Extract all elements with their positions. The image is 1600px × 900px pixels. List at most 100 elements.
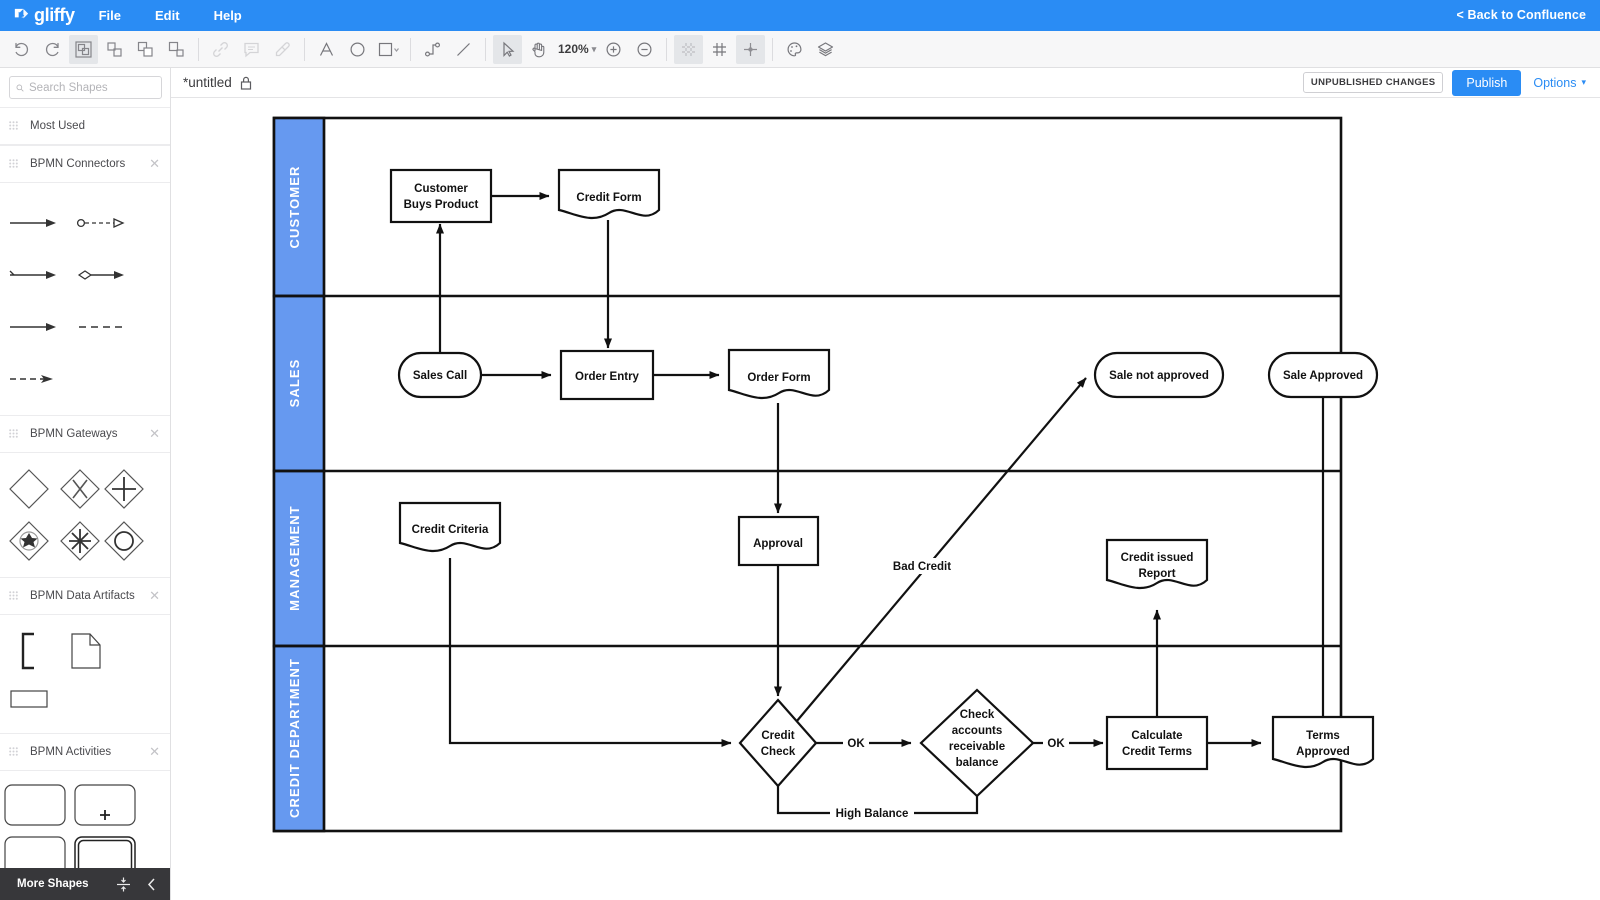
ungroup-icon[interactable]: [100, 35, 129, 64]
send-back-icon[interactable]: [162, 35, 191, 64]
snap-grid-icon[interactable]: [674, 34, 704, 64]
toolbar-group-mode: [492, 31, 554, 68]
gateway-plain-icon[interactable]: [0, 463, 58, 515]
layers-icon[interactable]: [811, 35, 840, 64]
node-calculate-credit-terms[interactable]: Calculate Credit Terms: [1105, 715, 1209, 771]
diagram-canvas[interactable]: CUSTOMER SALES MANAGEMENT CREDIT DEPARTM…: [171, 98, 1600, 900]
edge-label-ok-1: OK: [847, 738, 865, 750]
arrow-solid-2-icon[interactable]: [0, 249, 68, 301]
elbow-connector-icon[interactable]: [418, 35, 447, 64]
task-icon[interactable]: [0, 779, 70, 831]
section-header-bpmn-activities[interactable]: BPMN Activities ✕: [0, 733, 170, 771]
gateway-complex-icon[interactable]: [58, 515, 102, 567]
node-sale-not-approved[interactable]: Sale not approved: [1093, 351, 1225, 399]
gliffy-logo[interactable]: gliffy: [12, 5, 75, 26]
back-to-confluence-link[interactable]: < Back to Confluence: [1456, 8, 1586, 22]
undo-icon[interactable]: [7, 35, 36, 64]
search-icon: [16, 84, 24, 92]
redo-icon[interactable]: [38, 35, 67, 64]
subprocess-icon[interactable]: [70, 779, 140, 831]
node-order-entry[interactable]: Order Entry: [559, 349, 655, 401]
arrow-solid-3-icon[interactable]: [0, 301, 68, 353]
editor-toolbar: 120% ▾: [0, 31, 1600, 68]
hand-icon[interactable]: [524, 35, 553, 64]
data-object-icon[interactable]: [57, 627, 114, 675]
zoom-in-icon[interactable]: [599, 35, 628, 64]
dashed-line-icon[interactable]: [68, 301, 136, 353]
section-header-bpmn-data-artifacts[interactable]: BPMN Data Artifacts ✕: [0, 577, 170, 615]
close-icon[interactable]: ✕: [149, 744, 160, 759]
link-icon[interactable]: [206, 35, 235, 64]
node-order-form[interactable]: Order Form: [727, 348, 831, 400]
node-credit-form[interactable]: Credit Form: [557, 168, 661, 220]
section-header-most-used[interactable]: Most Used: [0, 107, 170, 145]
edge-creditcriteria-to-creditcheck[interactable]: [448, 558, 732, 747]
menu-edit[interactable]: Edit: [155, 8, 180, 23]
close-icon[interactable]: ✕: [149, 156, 160, 171]
collapse-expand-icon[interactable]: [115, 876, 132, 893]
message-flow-icon[interactable]: [68, 197, 136, 249]
pointer-icon[interactable]: [493, 34, 522, 64]
node-credit-check[interactable]: Credit Check: [738, 698, 818, 788]
chevron-left-icon[interactable]: [145, 877, 158, 892]
node-customer-buys-product[interactable]: Customer Buys Product: [389, 168, 493, 224]
node-approval[interactable]: Approval: [737, 515, 820, 567]
section-header-bpmn-connectors[interactable]: BPMN Connectors ✕: [0, 145, 170, 183]
edge-badcredit-to-salenotapproved[interactable]: [790, 377, 1087, 729]
data-group-icon[interactable]: [0, 627, 57, 675]
toolbar-group-connector: [417, 31, 479, 68]
zoom-level-selector[interactable]: 120% ▾: [558, 42, 596, 56]
rectangle-icon[interactable]: [374, 35, 403, 64]
node-sale-approved[interactable]: Sale Approved: [1267, 351, 1379, 399]
group-icon[interactable]: [69, 34, 98, 64]
node-sales-call[interactable]: Sales Call: [397, 351, 483, 399]
brand-name: gliffy: [34, 5, 75, 25]
association-diamond-icon[interactable]: [68, 249, 136, 301]
show-grid-icon[interactable]: [705, 35, 734, 64]
lock-icon[interactable]: [240, 76, 252, 90]
node-check-accounts[interactable]: Check accounts receivable balance: [919, 688, 1035, 798]
drag-grip-icon: [9, 590, 18, 600]
lane-label-sales: SALES: [287, 359, 302, 408]
options-label: Options: [1533, 75, 1577, 90]
search-input[interactable]: [29, 81, 155, 94]
edge-label-bad-credit: Bad Credit: [893, 561, 951, 573]
gateway-inclusive-icon[interactable]: [102, 515, 146, 567]
gateway-parallel-icon[interactable]: [102, 463, 146, 515]
node-terms-approved[interactable]: Terms Approved: [1271, 715, 1375, 769]
node-credit-criteria[interactable]: Credit Criteria: [398, 501, 502, 553]
eyedropper-icon[interactable]: [268, 35, 297, 64]
straight-line-icon[interactable]: [449, 35, 478, 64]
gateway-exclusive-icon[interactable]: [58, 463, 102, 515]
node-label: Sale not approved: [1109, 370, 1209, 382]
node-label-line3: receivable: [949, 741, 1005, 753]
lane-header-credit[interactable]: [272, 644, 326, 833]
document-title[interactable]: *untitled: [183, 75, 232, 90]
shape-library-panel: Most Used BPMN Connectors ✕: [0, 68, 171, 900]
document-actions: UNPUBLISHED CHANGES Publish Options ▾: [1302, 69, 1600, 96]
menu-file[interactable]: File: [98, 8, 122, 23]
guides-icon[interactable]: [736, 34, 766, 64]
theme-icon[interactable]: [780, 35, 809, 64]
gateway-event-icon[interactable]: [0, 515, 58, 567]
options-menu[interactable]: Options ▾: [1533, 76, 1586, 90]
text-icon[interactable]: [312, 35, 341, 64]
comment-icon[interactable]: [237, 35, 266, 64]
menu-help[interactable]: Help: [213, 8, 242, 23]
data-store-icon[interactable]: [0, 675, 57, 723]
node-label: Sales Call: [413, 370, 467, 382]
arrow-solid-icon[interactable]: [0, 197, 68, 249]
close-icon[interactable]: ✕: [149, 588, 160, 603]
search-shapes-box[interactable]: [9, 76, 162, 99]
edge-label-high-balance: High Balance: [836, 808, 909, 820]
node-credit-issued-report[interactable]: Credit issued Report: [1105, 538, 1209, 590]
more-shapes-bar[interactable]: More Shapes: [0, 868, 170, 900]
zoom-out-icon[interactable]: [630, 35, 659, 64]
section-header-bpmn-gateways[interactable]: BPMN Gateways ✕: [0, 415, 170, 453]
bring-front-icon[interactable]: [131, 35, 160, 64]
ellipse-icon[interactable]: [343, 35, 372, 64]
close-icon[interactable]: ✕: [149, 426, 160, 441]
shape-search-row: [0, 68, 170, 107]
dashed-arrow-icon[interactable]: [0, 353, 68, 405]
publish-button[interactable]: Publish: [1452, 69, 1522, 96]
